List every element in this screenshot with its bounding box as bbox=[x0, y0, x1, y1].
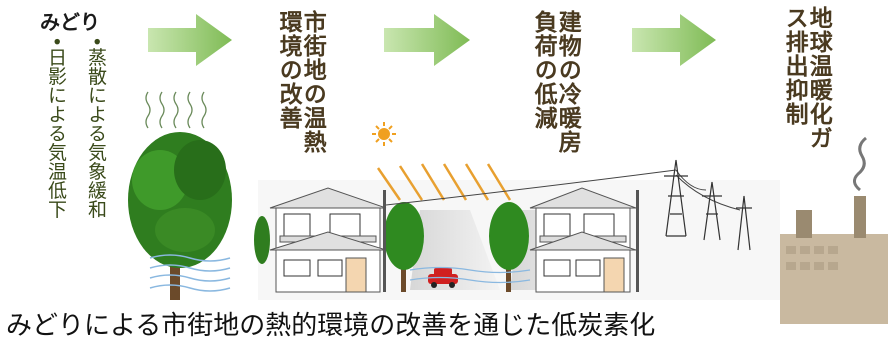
transpiration-lines bbox=[145, 91, 207, 129]
utility-pole bbox=[383, 190, 386, 292]
breeze-lines bbox=[149, 254, 231, 292]
sun-icon bbox=[372, 122, 396, 146]
small-tree bbox=[254, 216, 270, 264]
bullet-shade: •日影による気温低下 bbox=[45, 36, 67, 219]
utility-pole bbox=[636, 190, 639, 292]
street-breeze bbox=[409, 266, 531, 284]
factory-icon bbox=[780, 136, 888, 324]
house-left bbox=[269, 187, 387, 293]
bullet-transpiration: •蒸散による気象緩和 bbox=[85, 36, 107, 219]
arrow-2 bbox=[384, 14, 470, 66]
arrow-3 bbox=[632, 14, 716, 66]
step-ghg-reduction: 地球温暖化ガス排出抑制 bbox=[781, 6, 832, 150]
sun-rays bbox=[376, 163, 512, 201]
large-tree bbox=[128, 132, 232, 300]
house-right bbox=[529, 187, 637, 293]
tree-shadow bbox=[410, 210, 500, 290]
step-urban-thermal: 市街地の温熱環境の改善 bbox=[275, 10, 326, 154]
arrow-1 bbox=[148, 14, 232, 66]
diagram-caption: みどりによる市街地の熱的環境の改善を通じた低炭素化 bbox=[6, 311, 656, 341]
street-tree-1 bbox=[384, 202, 424, 292]
street-tree-2 bbox=[489, 202, 529, 292]
midori-title: みどり bbox=[40, 10, 100, 34]
car-icon bbox=[428, 268, 458, 288]
step-cooling-load: 建物の冷暖房負荷の低減 bbox=[530, 10, 581, 154]
transmission-towers bbox=[664, 159, 752, 251]
